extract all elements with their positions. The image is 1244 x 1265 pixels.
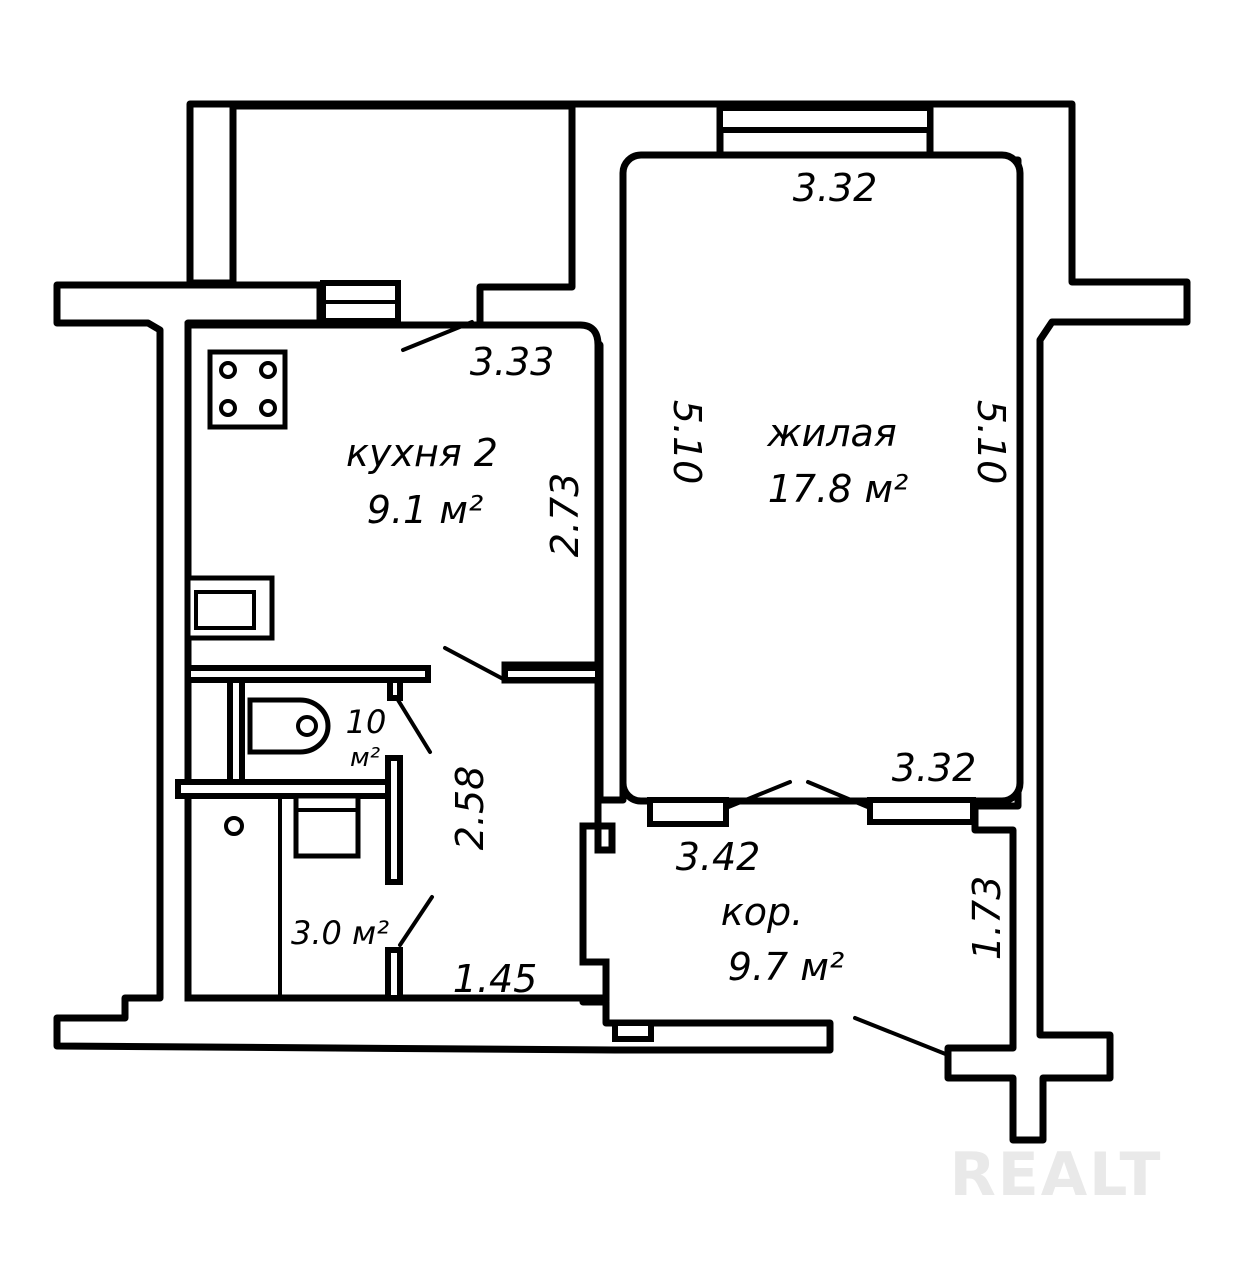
dim-kitchen-top: 3.33: [470, 340, 555, 384]
toilet-bowl: [247, 697, 331, 755]
toilet-inner-wall: [227, 677, 245, 785]
dim-living-top: 3.32: [793, 166, 878, 210]
stove: [207, 349, 288, 430]
living-door-frame-left: [647, 797, 729, 827]
bath-top-wall: [175, 779, 403, 799]
bath-area: 3.0 м²: [291, 914, 389, 952]
bath-door-swing: [398, 895, 434, 947]
living-door-swing-right: [806, 780, 872, 810]
dim-living-left: 5.10: [665, 400, 709, 485]
living-room: [619, 151, 1024, 805]
dim-hall-side: 2.58: [448, 766, 492, 851]
watermark-logo: REALT: [950, 1140, 1163, 1210]
kitchen-door-swing: [401, 320, 474, 352]
sink: [185, 575, 275, 641]
dim-living-right: 5.10: [969, 400, 1013, 485]
bath-drain: [224, 816, 244, 836]
bath-right-wall: [385, 755, 403, 885]
entrance-threshold: [612, 1020, 654, 1042]
dim-kitchen-side: 2.73: [543, 473, 587, 558]
living-door-swing-left: [724, 780, 792, 810]
living-name: жилая: [766, 411, 896, 455]
dim-corridor-side: 1.73: [965, 876, 1009, 961]
kitchen-name: кухня 2: [346, 431, 498, 475]
living-area: 17.8 м²: [768, 467, 909, 511]
wash-basin: [293, 793, 361, 859]
dim-corridor-top: 3.42: [676, 835, 761, 879]
living-door-frame-right: [867, 797, 976, 825]
hall-door-frame: [502, 665, 601, 683]
kitchen-area: 9.1 м²: [367, 488, 483, 532]
corridor-area: 9.7 м²: [728, 945, 844, 989]
toilet-top-wall: [185, 665, 431, 683]
toilet-door-swing: [396, 698, 432, 754]
toilet-post: [387, 677, 403, 701]
balcony-wall: [186, 100, 1191, 1144]
hall-door-swing: [443, 646, 507, 682]
entrance-door-swing: [853, 1016, 950, 1057]
dim-bath-bottom: 1.45: [453, 957, 538, 1001]
toilet-area-unit: м²: [350, 743, 380, 773]
living-window: [717, 105, 933, 133]
toilet-area-num: 10: [346, 703, 387, 741]
corridor-name: кор.: [721, 890, 803, 934]
dim-living-bottom: 3.32: [892, 746, 977, 790]
bath-right-wall-lower: [385, 947, 403, 1001]
